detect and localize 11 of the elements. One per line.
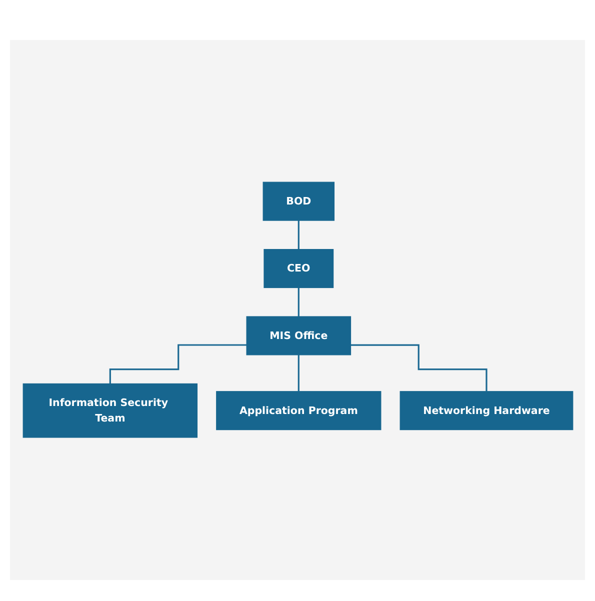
connector bbox=[297, 220, 299, 250]
node-box: BOD bbox=[262, 182, 334, 222]
node-box: Application Program bbox=[216, 391, 381, 430]
node-box: MIS Office bbox=[246, 316, 351, 356]
connector bbox=[108, 344, 246, 385]
connector bbox=[297, 354, 299, 392]
connector bbox=[350, 344, 487, 392]
node-box: Networking Hardware bbox=[399, 391, 573, 430]
connector bbox=[297, 287, 299, 318]
node-box: Information Security Team bbox=[22, 384, 198, 438]
node-box: CEO bbox=[263, 249, 334, 288]
